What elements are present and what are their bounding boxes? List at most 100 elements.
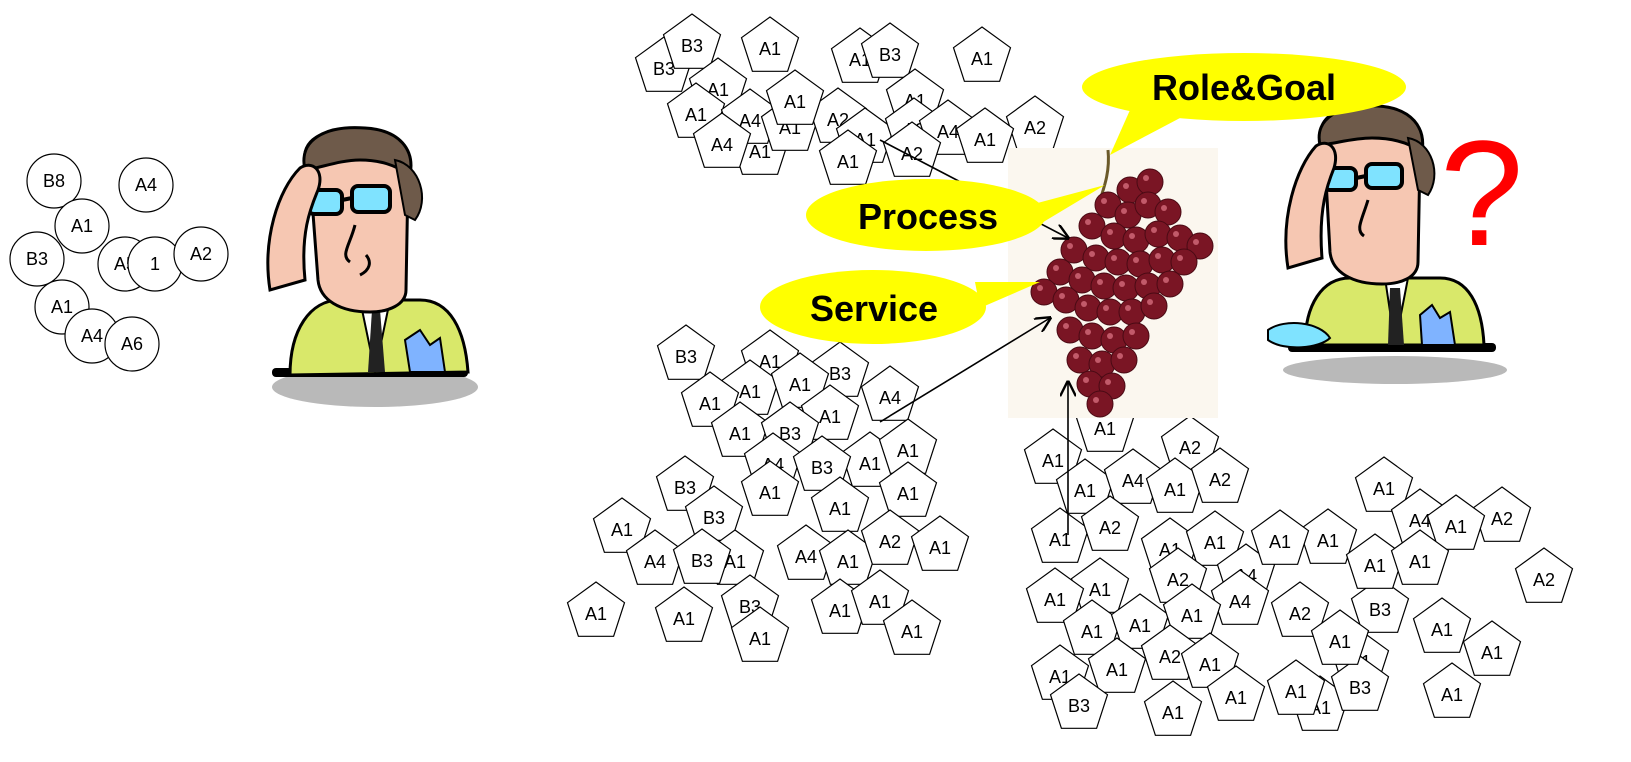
- pentagon-node-label: A1: [1164, 480, 1186, 500]
- pentagon-node-label: A4: [879, 388, 901, 408]
- pentagon-node-label: A1: [1329, 632, 1351, 652]
- pentagon-node-label: A1: [901, 622, 923, 642]
- pentagon-cluster-middle: B3A1B3A1A1A1A4A1A1B3A1A1A4B3A1A1B3A1A4A1…: [566, 324, 970, 662]
- pentagon-node-label: A4: [1409, 511, 1431, 531]
- pentagon-node-label: A2: [1159, 647, 1181, 667]
- pentagon-node-label: A2: [1099, 518, 1121, 538]
- pentagon-node-label: B3: [779, 424, 801, 444]
- pentagon-node-label: A1: [837, 152, 859, 172]
- pentagon-node: B3: [1330, 655, 1390, 711]
- pentagon-node: A1: [1025, 567, 1085, 623]
- pentagon-node-label: A1: [869, 592, 891, 612]
- pentagon-node: A1: [1145, 457, 1205, 513]
- callout-role-goal: Role&Goal: [1082, 53, 1406, 155]
- pentagon-node-label: A1: [1199, 655, 1221, 675]
- circle-node: B3: [9, 231, 65, 287]
- pentagon-node-label: A2: [1491, 509, 1513, 529]
- pentagon-node-label: A4: [1229, 592, 1251, 612]
- pentagon-node: A1: [740, 460, 800, 516]
- pentagon-node: A4: [776, 524, 836, 580]
- circle-node: A1: [54, 198, 110, 254]
- pentagon-node-label: A1: [1181, 606, 1203, 626]
- pentagon-node-label: A1: [739, 382, 761, 402]
- pentagon-cluster-top: B3B3A1A1B3A1A1A1A1A1A4A1A2A1A2A4A1A2A4A1…: [634, 13, 1065, 185]
- pentagon-node: A1: [1250, 509, 1310, 565]
- pentagon-node-label: B3: [681, 36, 703, 56]
- pentagon-node-label: A1: [1441, 685, 1463, 705]
- pentagon-node-label: B3: [675, 347, 697, 367]
- pentagon-node-label: B3: [1068, 696, 1090, 716]
- pentagon-node: A1: [1162, 583, 1222, 639]
- pentagon-node-label: A2: [1024, 118, 1046, 138]
- callout-process: Process: [806, 179, 1105, 251]
- callout-service-text: Service: [810, 288, 938, 329]
- pentagon-node-label: A4: [644, 552, 666, 572]
- pentagon-node-label: A1: [729, 424, 751, 444]
- pentagon-node-label: A1: [1431, 620, 1453, 640]
- pentagon-node: B3: [684, 485, 744, 541]
- thinking-man-right: [1267, 104, 1507, 384]
- pentagon-node-label: A1: [929, 538, 951, 558]
- pentagon-node-label: A2: [1167, 570, 1189, 590]
- circle-node: A2: [173, 226, 229, 282]
- pentagon-node-label: A1: [1409, 552, 1431, 572]
- circle-node-label: A6: [121, 334, 143, 354]
- pentagon-node: A1: [1030, 507, 1090, 563]
- pentagon-node-label: A1: [1364, 556, 1386, 576]
- pentagon-node: A1: [910, 515, 970, 571]
- pentagon-node-label: A1: [724, 552, 746, 572]
- pentagon-node: A1: [878, 461, 938, 517]
- pentagon-node: A1: [1462, 620, 1522, 676]
- circle-node-label: A4: [135, 175, 157, 195]
- pentagon-node-label: A1: [1481, 643, 1503, 663]
- circle-node-label: A2: [190, 244, 212, 264]
- pentagon-node: A1: [654, 586, 714, 642]
- pentagon-node: A1: [1110, 593, 1170, 649]
- pentagon-node: A1: [770, 352, 830, 408]
- pentagon-node-label: A1: [837, 552, 859, 572]
- pentagon-node-label: A1: [1285, 682, 1307, 702]
- pentagon-node-label: A1: [759, 483, 781, 503]
- pentagon-node-label: B3: [1349, 678, 1371, 698]
- pentagon-node: B3: [1049, 673, 1109, 729]
- pentagon-node-label: A1: [1074, 481, 1096, 501]
- circle-node-label: 1: [150, 254, 160, 274]
- pentagon-node: A1: [882, 599, 942, 655]
- pentagon-node-label: A1: [819, 407, 841, 427]
- pentagon-node-label: A1: [1445, 517, 1467, 537]
- pentagon-node-label: A1: [759, 352, 781, 372]
- pentagon-node-label: A1: [897, 484, 919, 504]
- pentagon-node: A1: [1180, 632, 1240, 688]
- pentagon-node: A1: [1426, 494, 1486, 550]
- pentagon-node: A1: [952, 26, 1012, 82]
- pentagon-node: A1: [730, 606, 790, 662]
- pentagon-node-label: A1: [1373, 479, 1395, 499]
- pentagon-node-label: A4: [1122, 471, 1144, 491]
- pentagon-node-label: A1: [897, 441, 919, 461]
- pentagon-node-label: A4: [795, 547, 817, 567]
- pentagon-node: A1: [1070, 557, 1130, 613]
- pentagon-node-label: A1: [1049, 530, 1071, 550]
- pentagon-node-label: A1: [1225, 688, 1247, 708]
- pentagon-node-label: A1: [1204, 533, 1226, 553]
- pentagon-node: A2: [860, 509, 920, 565]
- pentagon-node-label: B3: [674, 478, 696, 498]
- pentagon-node-label: A1: [1081, 622, 1103, 642]
- pentagon-node: A2: [1005, 95, 1065, 151]
- circle-node-label: A4: [81, 326, 103, 346]
- pentagon-node: A2: [1270, 581, 1330, 637]
- pentagon-node: A1: [818, 129, 878, 185]
- arrow-middle-to-grapes: [879, 318, 1050, 423]
- pentagon-node-label: A1: [585, 604, 607, 624]
- pentagon-node: A2: [1140, 624, 1200, 680]
- pentagon-node: A1: [740, 16, 800, 72]
- circle-node-label: A1: [71, 216, 93, 236]
- pentagon-node: A1: [1422, 662, 1482, 718]
- pentagon-node: A4: [1103, 448, 1163, 504]
- circle-node: B8: [26, 153, 82, 209]
- pentagon-node: A1: [1143, 680, 1203, 736]
- pentagon-node: A1: [1390, 529, 1450, 585]
- pentagon-node-label: A1: [1094, 419, 1116, 439]
